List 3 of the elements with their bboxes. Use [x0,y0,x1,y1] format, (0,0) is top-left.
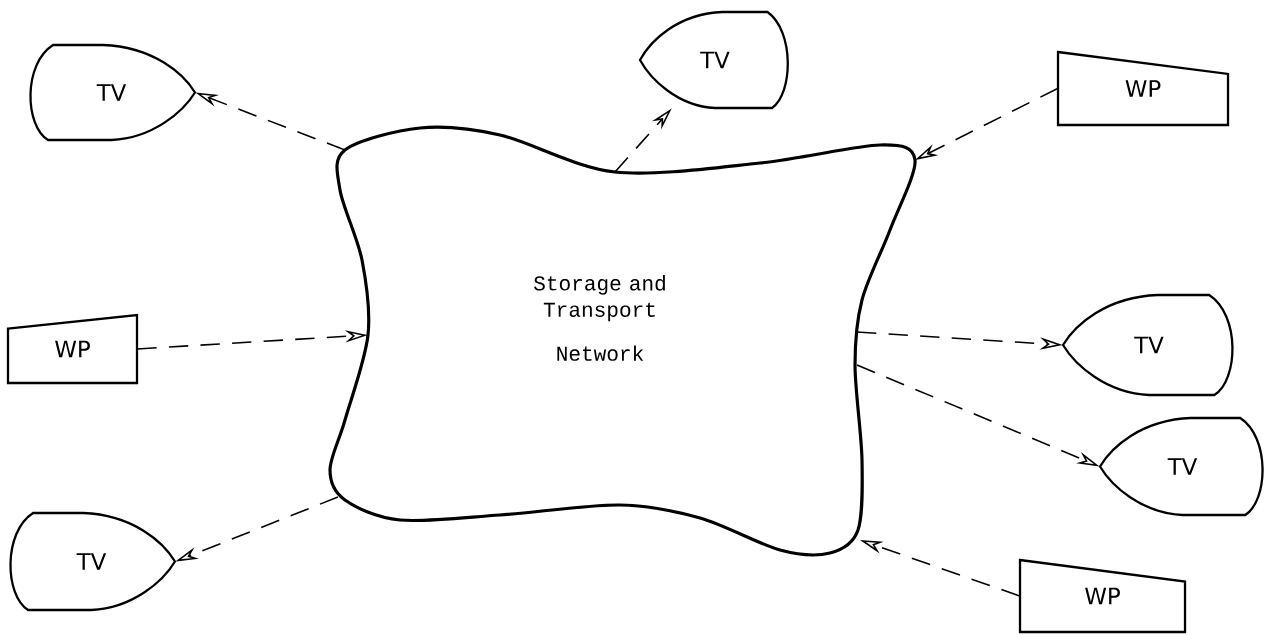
wp-box: WP [1056,50,1230,127]
wp-box: WP [1018,558,1187,634]
wp-box: WP [6,313,139,385]
